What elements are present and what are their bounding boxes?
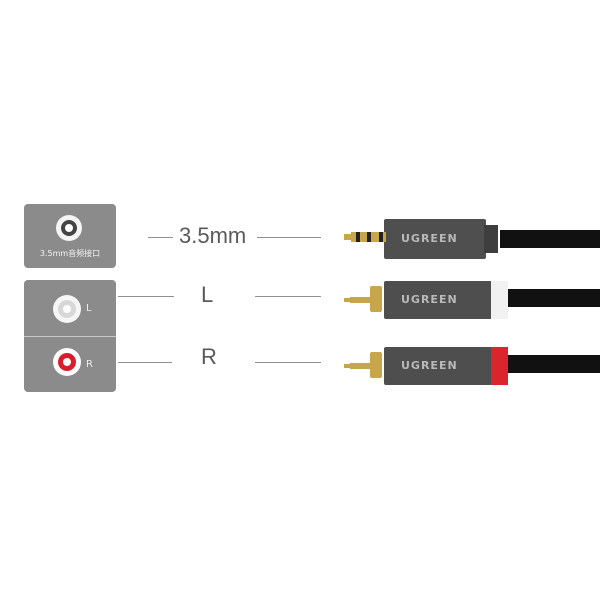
guide-line-left-right (255, 296, 321, 297)
guide-line-right-left (118, 362, 172, 363)
guide-line-35-right (257, 237, 321, 238)
panel-divider (24, 336, 116, 337)
rca-plug-right (344, 347, 508, 385)
guide-line-right-right (255, 362, 321, 363)
audio-jack-3.5mm-icon (56, 215, 82, 241)
rca-left-socket-icon (53, 295, 81, 323)
brand-logo-right: UGREEN (401, 359, 458, 372)
rca-plug-left (344, 281, 508, 319)
callout-left: L (201, 282, 214, 307)
brand-logo-left: UGREEN (401, 293, 458, 306)
callout-right: R (201, 344, 217, 369)
rca-right-socket-icon (53, 348, 81, 376)
brand-logo-35: UGREEN (401, 232, 458, 245)
left-marker: L (86, 303, 92, 314)
cable-group (500, 230, 600, 373)
guide-line-left-left (118, 296, 174, 297)
jack-plug-35 (344, 219, 498, 259)
callout-35: 3.5mm (179, 223, 247, 248)
right-marker: R (86, 359, 93, 370)
jack-caption: 3.5mm音频接口 (39, 249, 101, 258)
guide-line-35-left (148, 237, 173, 238)
